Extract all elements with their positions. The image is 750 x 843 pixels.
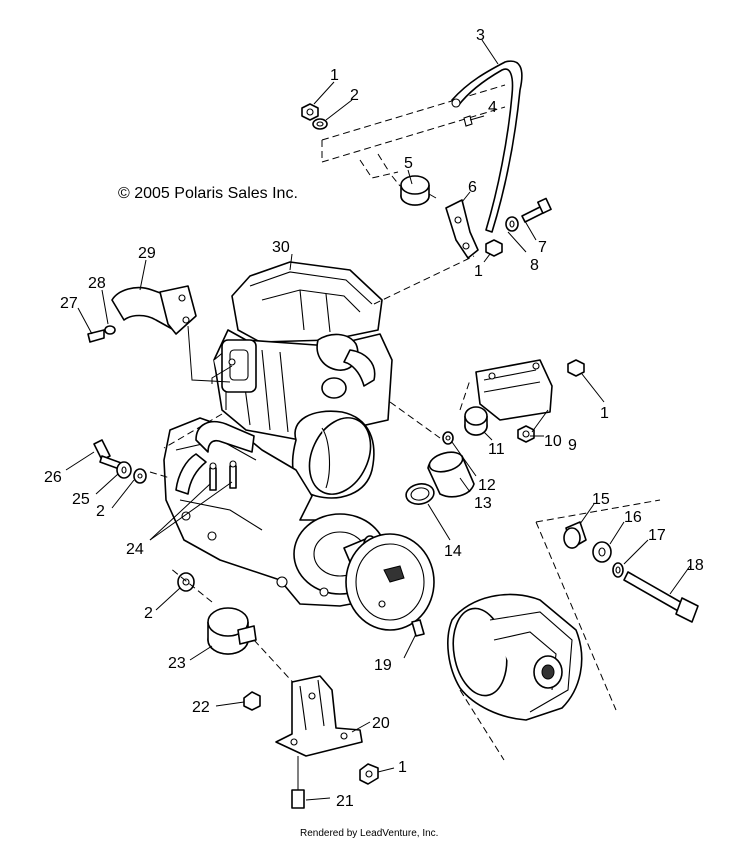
callout-label: 2 <box>144 605 153 622</box>
front-mount-bracket <box>389 359 585 505</box>
callout-label: 22 <box>192 699 210 716</box>
callout-label: 2 <box>350 87 359 104</box>
callout-label: 19 <box>374 657 392 674</box>
callout-label: 1 <box>330 67 339 84</box>
callout-label: 25 <box>72 491 90 508</box>
callout-label: 1 <box>474 263 483 280</box>
callout-label: 17 <box>648 527 666 544</box>
callout-label: 1 <box>398 759 407 776</box>
callout-label: 16 <box>624 509 642 526</box>
lower-mount <box>169 567 379 809</box>
drive-clutch <box>345 499 661 721</box>
upper-bracket-assembly <box>301 60 552 259</box>
callout-label: 18 <box>686 557 704 574</box>
callout-label: 24 <box>126 541 144 558</box>
footer-credit: Rendered by LeadVenture, Inc. <box>300 828 438 839</box>
callout-label: 7 <box>538 239 547 256</box>
callout-label: 13 <box>474 495 492 512</box>
callout-label: 1 <box>600 405 609 422</box>
callout-label: 2 <box>96 503 105 520</box>
callout-label: 12 <box>478 477 496 494</box>
callout-label: 28 <box>88 275 106 292</box>
callout-label: 8 <box>530 257 539 274</box>
callout-label: 15 <box>592 491 610 508</box>
callout-label: 11 <box>488 441 505 458</box>
copyright-text: © 2005 Polaris Sales Inc. <box>118 185 298 202</box>
callout-label: 21 <box>336 793 354 810</box>
left-fasteners <box>93 439 171 484</box>
clutch-bolt-set <box>563 521 699 623</box>
callout-label: 30 <box>272 239 290 256</box>
callout-label: 5 <box>404 155 413 172</box>
intake-elbow <box>87 285 231 383</box>
callout-label: 23 <box>168 655 186 672</box>
callout-label: 3 <box>476 27 485 44</box>
assembly-guide-lines <box>163 255 505 761</box>
leader-lines <box>65 39 691 801</box>
callout-label: 14 <box>444 543 462 560</box>
callout-label: 4 <box>488 99 497 116</box>
callout-labels: 1 2 3 4 5 6 7 8 1 1 9 10 11 12 13 14 15 … <box>44 27 704 810</box>
callout-label: 29 <box>138 245 156 262</box>
callout-label: 27 <box>60 295 78 312</box>
callout-label: 26 <box>44 469 62 486</box>
callout-label: 9 <box>568 437 577 454</box>
callout-label: 6 <box>468 179 477 196</box>
callout-label: 20 <box>372 715 390 732</box>
callout-label: 10 <box>544 433 562 450</box>
